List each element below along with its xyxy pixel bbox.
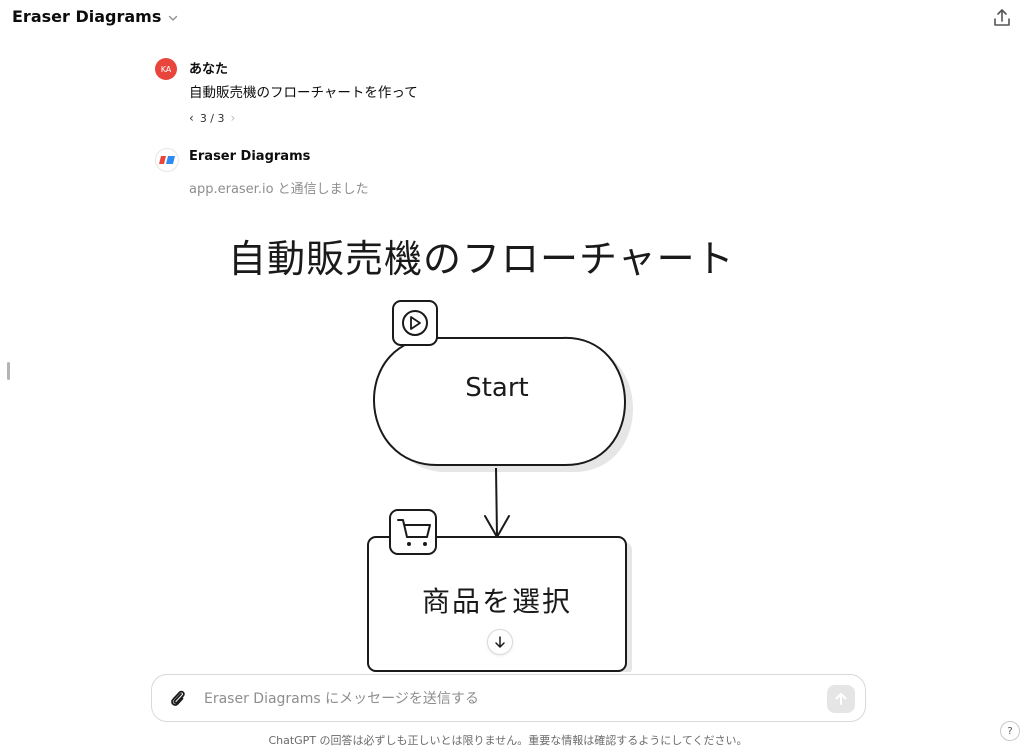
disclaimer-text: ChatGPT の回答は必ずしも正しいとは限りません。重要な情報は確認するように… [268,734,748,747]
help-button[interactable]: ? [1000,721,1020,741]
top-bar: Eraser Diagrams [0,0,1024,36]
arrow-up-icon [835,693,847,705]
play-icon [392,300,438,346]
assistant-name: Eraser Diagrams [189,149,311,164]
flowchart-canvas [367,300,633,672]
avatar-initials: KA [160,64,172,74]
share-icon[interactable] [990,6,1014,30]
start-node-label: Start [465,373,529,403]
scroll-to-bottom-button[interactable] [487,629,513,655]
message-composer [151,674,866,722]
diagram-title: 自動販売機のフローチャート [228,237,735,281]
send-button[interactable] [827,685,855,713]
avatar: KA [155,58,177,80]
flow-arrow [495,467,498,537]
user-author: あなた [189,62,229,77]
message-input[interactable] [202,687,806,711]
select-node [367,536,627,672]
pager-label: 3 / 3 [199,111,225,125]
arrow-down-icon [495,636,505,648]
help-label: ? [1007,725,1013,737]
chevron-left-icon[interactable]: ‹ [189,111,194,125]
sidebar-resize-handle[interactable] [7,362,10,380]
tool-status[interactable]: app.eraser.io と通信しました [189,182,369,197]
response-pager: ‹ 3 / 3 › [189,111,235,125]
cart-icon [389,509,437,555]
paperclip-icon[interactable] [168,688,188,710]
model-name: Eraser Diagrams [12,7,162,26]
eraser-logo-icon [155,148,179,172]
chevron-down-icon [169,15,178,21]
start-node [373,336,626,467]
model-selector[interactable]: Eraser Diagrams [12,7,179,26]
flowchart-diagram[interactable]: 自動販売機のフローチャート Start 商品を選択 [150,210,870,672]
chevron-right-icon[interactable]: › [230,111,236,125]
user-message-text: 自動販売機のフローチャートを作って [189,85,418,101]
select-node-label: 商品を選択 [421,585,572,618]
